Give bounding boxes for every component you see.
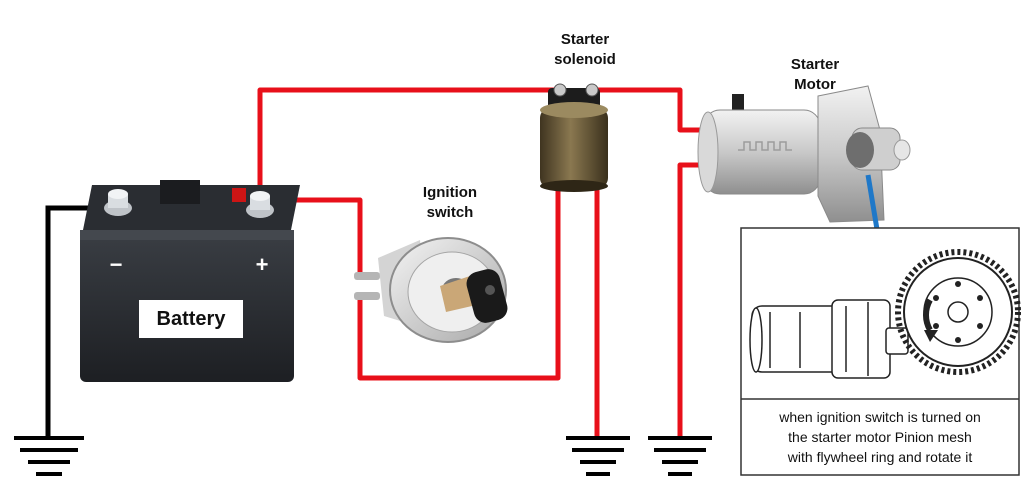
caption-line2: the starter motor Pinion mesh xyxy=(788,429,972,445)
ignition-switch-label-line1: Ignition xyxy=(422,184,478,201)
starter-motor xyxy=(697,85,911,223)
starter-motor-label-line2: Motor xyxy=(794,76,836,93)
starter-solenoid-label: Starter solenoid xyxy=(540,30,630,70)
ground-symbol-solenoid xyxy=(566,436,630,476)
inset-starter-motor xyxy=(749,299,909,379)
ignition-switch-label-line2: switch xyxy=(426,204,474,221)
starter-solenoid xyxy=(540,83,608,192)
ignition-switch xyxy=(354,237,508,343)
caption-line3: with flywheel ring and rotate it xyxy=(787,449,973,465)
battery-negative-sign: − xyxy=(110,252,123,277)
ground-symbol-motor xyxy=(648,436,712,476)
wire-motor-ground xyxy=(677,162,712,438)
inset-flywheel xyxy=(895,249,1021,375)
inset-caption: when ignition switch is turned on the st… xyxy=(741,399,1019,475)
starter-motor-label-line1: Starter xyxy=(790,56,840,73)
wire-solenoid-to-motor xyxy=(595,87,710,133)
wire-battery-to-solenoid xyxy=(257,87,560,200)
starter-solenoid-label-line2: solenoid xyxy=(554,51,616,68)
battery xyxy=(80,180,300,382)
ignition-switch-label: Ignition switch xyxy=(405,183,495,223)
caption-line1: when ignition switch is turned on xyxy=(779,409,981,425)
starter-motor-label: Starter Motor xyxy=(775,55,855,95)
flywheel-inset xyxy=(740,227,1021,476)
battery-label: Battery xyxy=(139,300,243,338)
wire-ignition-to-solenoid xyxy=(357,188,561,381)
battery-positive-sign: + xyxy=(256,252,269,277)
starter-solenoid-label-line1: Starter xyxy=(560,31,610,48)
ground-symbol-battery xyxy=(14,436,84,476)
